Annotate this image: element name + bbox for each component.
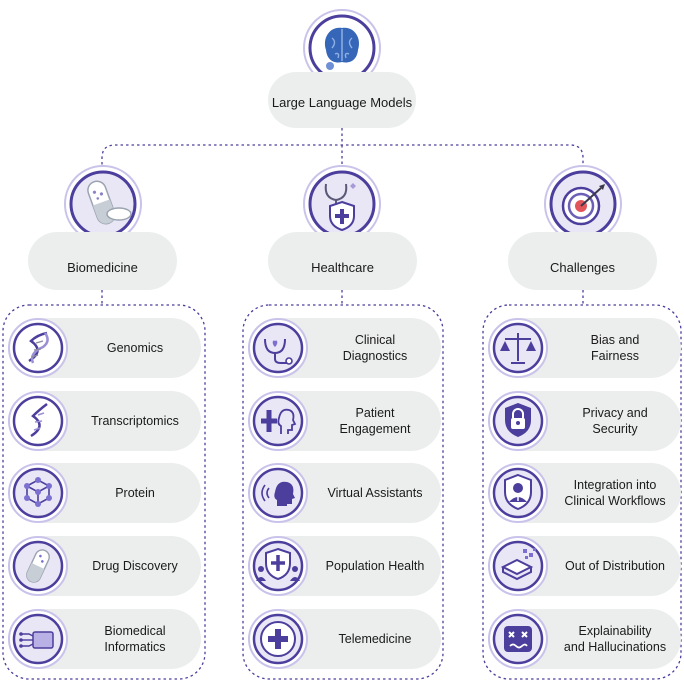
list-item-virtual-assistants: Virtual Assistants	[248, 463, 441, 523]
list-item-protein: Protein	[8, 463, 201, 523]
stacked-layers-icon	[487, 535, 549, 597]
item-label: Explainability and Hallucinations	[563, 624, 667, 654]
shield-doctor-icon	[487, 462, 549, 524]
target-icon	[543, 164, 623, 244]
list-item-explainability: Explainability and Hallucinations	[488, 609, 681, 669]
item-label: Transcriptomics	[91, 414, 179, 428]
stethoscope-shield-icon	[302, 164, 382, 244]
item-label: Patient Engagement	[339, 406, 411, 436]
category-label: Healthcare	[311, 260, 374, 275]
dna-icon	[7, 317, 69, 379]
category-label: Biomedicine	[67, 260, 138, 275]
list-item-population-health: Population Health	[248, 536, 441, 596]
patient-cross-icon	[247, 390, 309, 452]
list-item-bias-fairness: Bias and Fairness	[488, 318, 681, 378]
item-label: Clinical Diagnostics	[342, 333, 408, 363]
item-label: Population Health	[325, 559, 425, 573]
item-label: Privacy and Security	[582, 406, 648, 436]
rna-icon	[7, 390, 69, 452]
root-label: Large Language Models	[271, 95, 413, 110]
list-item-patient-engagement: Patient Engagement	[248, 391, 441, 451]
list-item-transcriptomics: Transcriptomics	[8, 391, 201, 451]
capsule-icon	[63, 164, 143, 244]
pill-icon	[7, 535, 69, 597]
category-challenges: Challenges	[508, 232, 657, 290]
list-item-genomics: Genomics	[8, 318, 201, 378]
list-item-out-of-distribution: Out of Distribution	[488, 536, 681, 596]
item-label: Integration into Clinical Workflows	[564, 478, 666, 508]
item-label: Out of Distribution	[564, 559, 666, 573]
item-label: Drug Discovery	[92, 559, 178, 573]
item-label: Bias and Fairness	[590, 333, 640, 363]
shield-people-icon	[247, 535, 309, 597]
root-node: Large Language Models	[268, 72, 416, 128]
category-healthcare: Healthcare	[268, 232, 417, 290]
speaking-head-icon	[247, 462, 309, 524]
brain-icon	[302, 8, 382, 88]
item-label: Genomics	[106, 341, 164, 355]
list-item-telemedicine: Telemedicine	[248, 609, 441, 669]
list-item-integration-workflows: Integration into Clinical Workflows	[488, 463, 681, 523]
confused-face-icon	[487, 608, 549, 670]
stethoscope-heart-icon	[247, 317, 309, 379]
list-item-drug-discovery: Drug Discovery	[8, 536, 201, 596]
item-label: Biomedical Informatics	[104, 624, 166, 654]
list-item-privacy-security: Privacy and Security	[488, 391, 681, 451]
circuit-chip-icon	[7, 608, 69, 670]
item-label: Virtual Assistants	[327, 486, 423, 500]
category-label: Challenges	[549, 260, 616, 275]
item-label: Protein	[115, 486, 155, 500]
item-label: Telemedicine	[338, 632, 412, 646]
medical-cross-icon	[247, 608, 309, 670]
category-biomedicine: Biomedicine	[28, 232, 177, 290]
list-item-clinical-diagnostics: Clinical Diagnostics	[248, 318, 441, 378]
list-item-biomedical-informatics: Biomedical Informatics	[8, 609, 201, 669]
scales-icon	[487, 317, 549, 379]
shield-lock-icon	[487, 390, 549, 452]
molecule-icon	[7, 462, 69, 524]
